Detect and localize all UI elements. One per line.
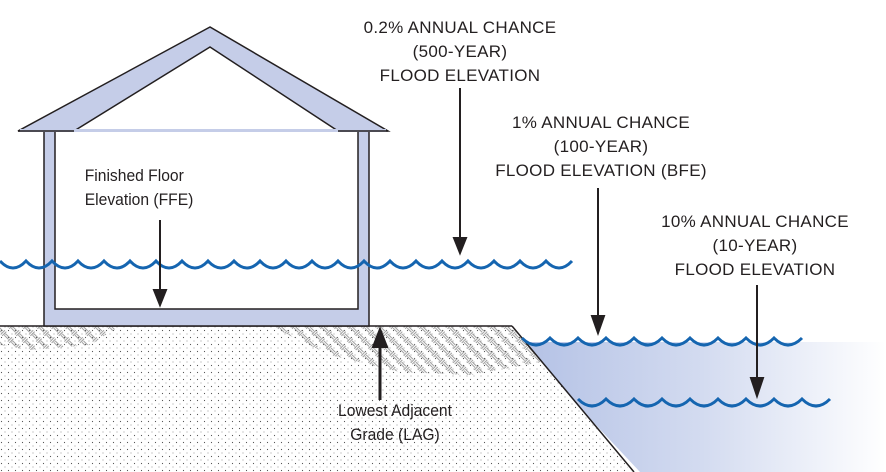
- lag-label-line: Lowest Adjacent: [338, 401, 452, 420]
- flood-10-label-line: 10% ANNUAL CHANCE: [661, 212, 849, 231]
- flood-10-label-line: FLOOD ELEVATION: [674, 260, 836, 279]
- lag-label: Lowest Adjacent Grade (LAG): [331, 399, 460, 447]
- house-interior: [54, 130, 359, 310]
- ground-hatch-right: [270, 326, 542, 375]
- flood-100-label: 1% ANNUAL CHANCE (100-YEAR) FLOOD ELEVAT…: [470, 111, 732, 183]
- flood-500-label: 0.2% ANNUAL CHANCE (500-YEAR) FLOOD ELEV…: [330, 16, 590, 88]
- flood10-arrowhead: [749, 377, 765, 400]
- flood-500-label-line: FLOOD ELEVATION: [379, 66, 541, 85]
- lag-arrowhead: [371, 326, 389, 348]
- ground-hatch-left: [0, 326, 120, 350]
- flood-10-label: 10% ANNUAL CHANCE (10-YEAR) FLOOD ELEVAT…: [630, 210, 880, 282]
- ground-slope-line: [511, 325, 635, 472]
- lag-label-line: Grade (LAG): [350, 425, 440, 444]
- flood-10-label-line: (10-YEAR): [712, 236, 798, 255]
- flood-100-label-line: (100-YEAR): [553, 137, 649, 156]
- flood100-arrowhead: [590, 315, 606, 337]
- ffe-label: Finished Floor Elevation (FFE): [85, 164, 194, 212]
- ffe-label-line: Elevation (FFE): [84, 190, 194, 209]
- wave-10-year: [576, 396, 832, 408]
- eave-band: [20, 129, 386, 132]
- flood-100-label-line: 1% ANNUAL CHANCE: [512, 113, 690, 132]
- flood500-arrowhead: [452, 237, 468, 256]
- wave-500-year: [0, 258, 574, 270]
- flood-100-label-line: FLOOD ELEVATION (BFE): [495, 161, 707, 180]
- flood-500-label-line: 0.2% ANNUAL CHANCE: [363, 18, 557, 37]
- flood-500-label-line: (500-YEAR): [412, 42, 508, 61]
- ffe-label-line: Finished Floor: [84, 166, 184, 185]
- wave-100-year: [520, 335, 804, 347]
- ffe-arrowhead: [152, 289, 168, 308]
